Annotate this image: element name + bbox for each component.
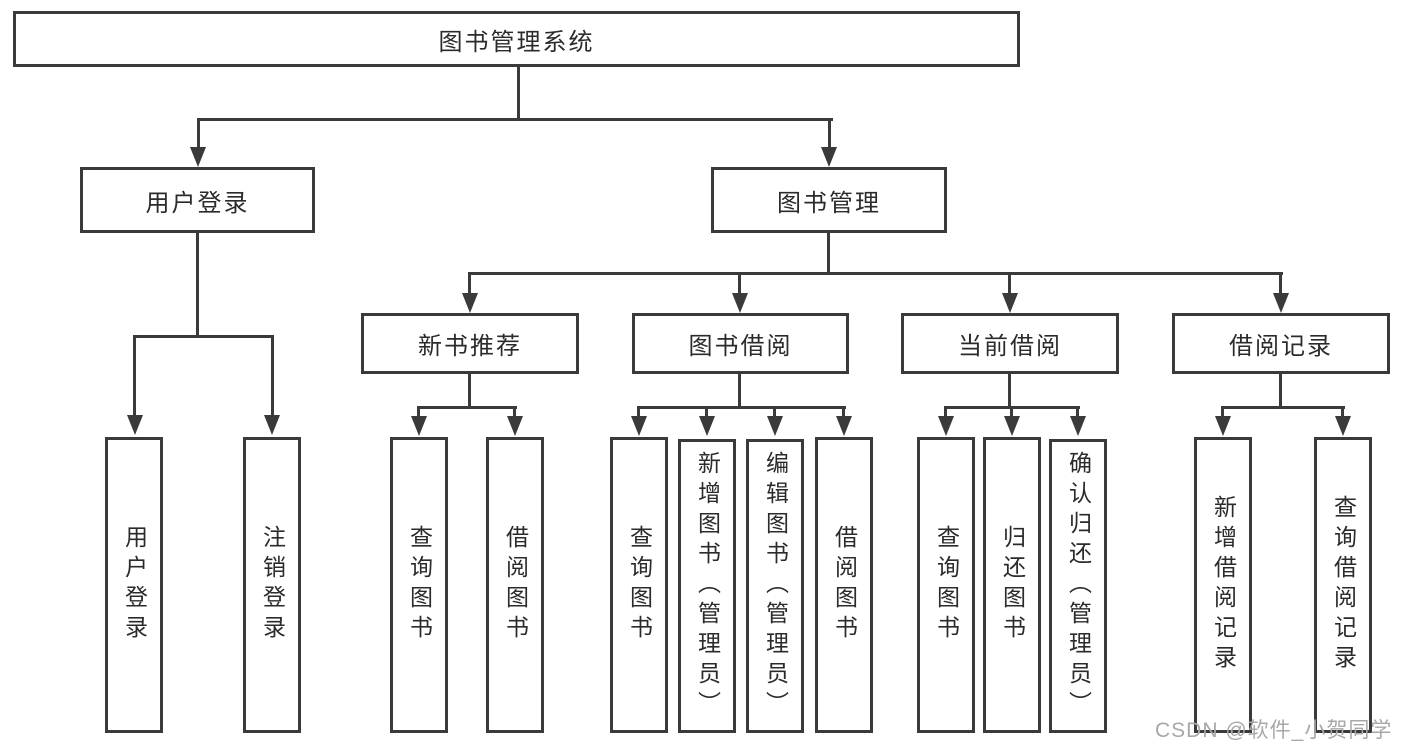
node-book-borrow: 图书借阅 [632, 313, 849, 374]
leaf-br-add-borrow-record: 新增借阅记录 [1194, 437, 1252, 733]
connector-branch-level2 [197, 118, 833, 121]
connector-stem-book-borrow [738, 272, 741, 293]
leaf-bb-query-book-label: 查询图书 [626, 525, 653, 645]
arrowhead-book-borrow [732, 293, 748, 313]
leaf-bb-borrow-book: 借阅图书 [815, 437, 873, 733]
node-current-borrow: 当前借阅 [901, 313, 1119, 374]
leaf-nb-borrow-book-label: 借阅图书 [502, 525, 529, 645]
arrowhead-borrow-record [1273, 293, 1289, 313]
node-user-login: 用户登录 [80, 167, 315, 233]
arrowhead-bb-edit [767, 416, 783, 436]
arrowhead-book-management [821, 147, 837, 167]
connector-user-login-branch [133, 335, 274, 338]
arrowhead-nb-query [411, 416, 427, 436]
leaf-cb-confirm-return-admin-label: 确认归还（管理员） [1065, 451, 1092, 721]
connector-stem-borrow-record [1279, 272, 1282, 293]
connector-stem-bb-borrow [842, 406, 845, 417]
arrowhead-current-borrow [1002, 293, 1018, 313]
connector-stem-current-borrow [1008, 272, 1011, 293]
connector-book-management-stub [827, 233, 830, 274]
leaf-user-login-label: 用户登录 [121, 525, 148, 645]
connector-stem-bb-query [637, 406, 640, 417]
connector-stem-bb-add [705, 406, 708, 417]
connector-stem-nb-query [417, 406, 420, 417]
arrowhead-bb-add [699, 416, 715, 436]
leaf-nb-borrow-book: 借阅图书 [486, 437, 544, 733]
node-borrow-record: 借阅记录 [1172, 313, 1390, 374]
node-user-login-label: 用户登录 [145, 189, 250, 217]
connector-stem-cb-confirm [1076, 406, 1079, 417]
connector-borrow-record-branch [1221, 406, 1345, 409]
connector-stem-nb-borrow [513, 406, 516, 417]
arrowhead-leaf-logout [264, 415, 280, 435]
node-library-system: 图书管理系统 [13, 11, 1020, 67]
connector-stem-br-query [1341, 406, 1344, 417]
arrowhead-br-query [1335, 416, 1351, 436]
csdn-watermark: CSDN @软件_小贺同学 [1155, 719, 1393, 742]
leaf-cb-return-book: 归还图书 [983, 437, 1041, 733]
leaf-bb-add-book-admin-label: 新增图书（管理员） [694, 451, 721, 721]
leaf-cb-query-book: 查询图书 [917, 437, 975, 733]
leaf-bb-add-book-admin: 新增图书（管理员） [678, 439, 736, 733]
connector-stem-cb-query [944, 406, 947, 417]
node-current-borrow-label: 当前借阅 [958, 333, 1062, 360]
connector-stem-leaf-login [133, 335, 136, 415]
connector-current-borrow-stub [1008, 374, 1011, 407]
connector-new-book-branch [417, 406, 517, 409]
connector-user-login-stub [196, 233, 199, 336]
arrowhead-cb-return [1004, 416, 1020, 436]
leaf-cb-query-book-label: 查询图书 [933, 525, 960, 645]
leaf-br-add-borrow-record-label: 新增借阅记录 [1210, 495, 1237, 675]
node-library-system-label: 图书管理系统 [438, 28, 595, 56]
leaf-cb-confirm-return-admin: 确认归还（管理员） [1049, 439, 1107, 733]
leaf-bb-edit-book-admin: 编辑图书（管理员） [746, 439, 804, 733]
arrowhead-user-login [190, 147, 206, 167]
arrowhead-cb-confirm [1070, 416, 1086, 436]
node-new-book-recommend-label: 新书推荐 [418, 333, 522, 360]
node-borrow-record-label: 借阅记录 [1229, 333, 1333, 360]
connector-stem-leaf-logout [271, 335, 274, 415]
arrowhead-nb-borrow [507, 416, 523, 436]
leaf-bb-borrow-book-label: 借阅图书 [831, 525, 858, 645]
connector-stem-user-login [197, 118, 200, 148]
node-new-book-recommend: 新书推荐 [361, 313, 579, 374]
node-book-management-label: 图书管理 [777, 189, 881, 217]
leaf-nb-query-book-label: 查询图书 [406, 525, 433, 645]
arrowhead-bb-query [631, 416, 647, 436]
leaf-logout-label: 注销登录 [259, 525, 286, 645]
connector-stem-br-add [1221, 406, 1224, 417]
arrowhead-cb-query [938, 416, 954, 436]
leaf-cb-return-book-label: 归还图书 [999, 525, 1026, 645]
leaf-bb-query-book: 查询图书 [610, 437, 668, 733]
connector-branch-level3 [468, 272, 1283, 275]
leaf-br-query-borrow-record: 查询借阅记录 [1314, 437, 1372, 733]
connector-stem-cb-return [1010, 406, 1013, 417]
connector-borrow-record-stub [1279, 374, 1282, 407]
connector-stem-new-book [468, 272, 471, 293]
node-book-borrow-label: 图书借阅 [688, 333, 793, 360]
leaf-br-query-borrow-record-label: 查询借阅记录 [1330, 495, 1357, 675]
connector-stem-book-management [828, 118, 831, 148]
connector-new-book-stub [468, 374, 471, 407]
leaf-logout: 注销登录 [243, 437, 301, 733]
arrowhead-leaf-login [127, 415, 143, 435]
node-book-management: 图书管理 [711, 167, 947, 233]
arrowhead-br-add [1215, 416, 1231, 436]
leaf-nb-query-book: 查询图书 [390, 437, 448, 733]
connector-book-borrow-stub [738, 374, 741, 407]
connector-book-borrow-branch [637, 406, 846, 409]
leaf-user-login: 用户登录 [105, 437, 163, 733]
leaf-bb-edit-book-admin-label: 编辑图书（管理员） [762, 451, 789, 721]
arrowhead-new-book [462, 293, 478, 313]
arrowhead-bb-borrow [836, 416, 852, 436]
connector-root-stub [517, 64, 520, 120]
connector-stem-bb-edit [773, 406, 776, 417]
